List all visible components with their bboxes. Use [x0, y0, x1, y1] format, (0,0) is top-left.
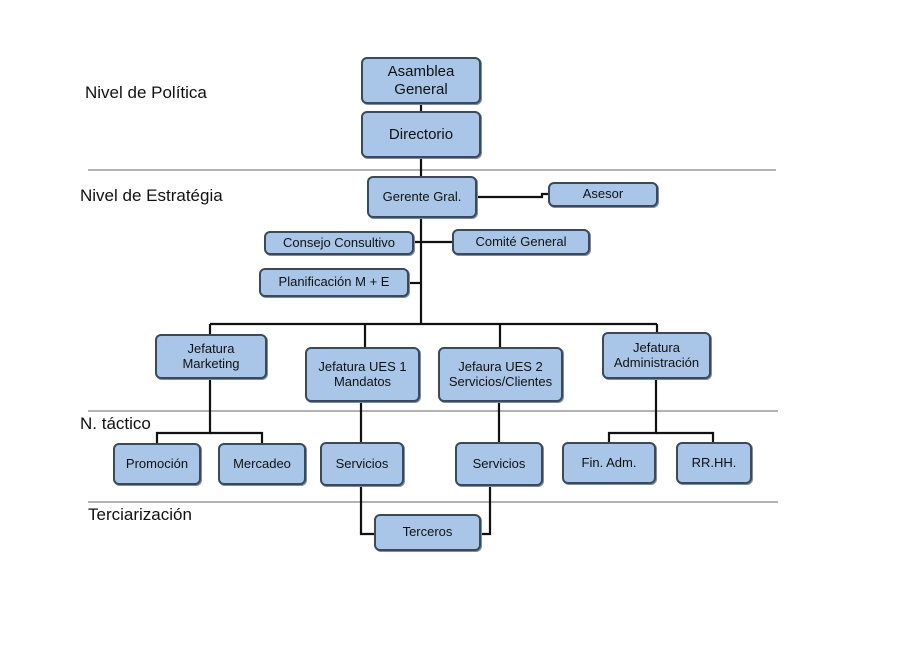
node-gerente-general: Gerente Gral. — [367, 176, 477, 218]
level-label-politica: Nivel de Política — [85, 83, 207, 102]
node-jefatura-ues2: Jefaura UES 2 Servicios/Clientes — [438, 347, 563, 402]
node-promocion: Promoción — [113, 443, 201, 485]
connector-line — [359, 485, 375, 536]
connector-line — [210, 431, 264, 444]
node-terceros: Terceros — [374, 514, 481, 551]
node-servicios-ues1: Servicios — [320, 442, 404, 486]
connector-line — [476, 192, 549, 199]
node-fin-adm: Fin. Adm. — [562, 442, 656, 484]
node-rrhh: RR.HH. — [676, 442, 752, 484]
node-servicios-ues2: Servicios — [455, 442, 543, 486]
connector-line — [607, 378, 658, 443]
node-jefatura-ues1: Jefatura UES 1 Mandatos — [305, 347, 420, 402]
node-consejo-consultivo: Consejo Consultivo — [264, 231, 414, 255]
node-jefatura-administracion: Jefatura Administración — [602, 332, 711, 379]
node-directorio: Directorio — [361, 111, 481, 158]
node-asesor: Asesor — [548, 182, 658, 207]
level-label-tactico: N. táctico — [80, 414, 151, 433]
node-planificacion: Planificación M + E — [259, 268, 409, 297]
node-jefatura-marketing: Jefatura Marketing — [155, 334, 267, 379]
connector-line — [155, 378, 212, 444]
node-asamblea-general: Asamblea General — [361, 57, 481, 104]
connector-line — [480, 485, 492, 536]
level-label-terciarizacion: Terciarización — [88, 505, 192, 524]
connector-line — [656, 431, 715, 443]
level-label-estrategia: Nivel de Estratégia — [80, 186, 223, 205]
node-comite-general: Comité General — [452, 229, 590, 255]
node-mercadeo: Mercadeo — [218, 443, 306, 485]
